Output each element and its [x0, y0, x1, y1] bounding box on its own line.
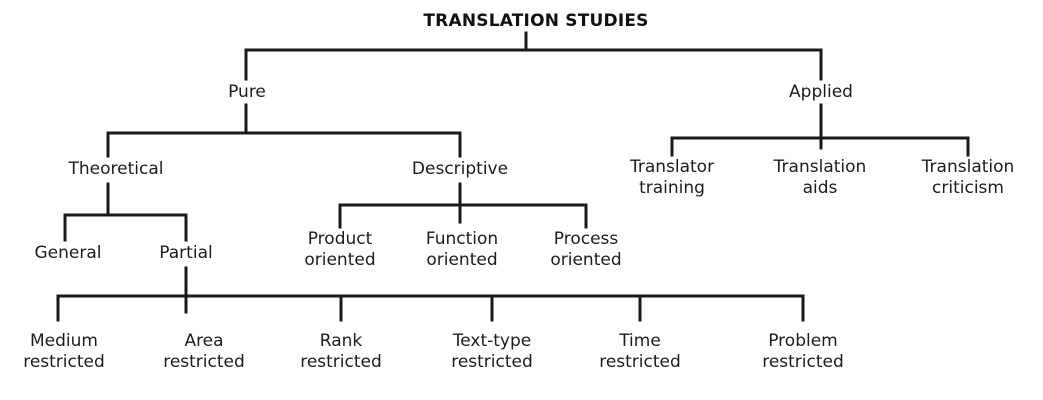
node-translation-studies: TRANSLATION STUDIES — [423, 11, 649, 31]
node-theoretical: Theoretical — [68, 159, 164, 179]
node-text-type-restricted: Text-type restricted — [451, 331, 533, 372]
node-partial: Partial — [159, 243, 213, 263]
node-descriptive: Descriptive — [411, 159, 509, 179]
node-process-oriented: Process oriented — [550, 229, 622, 270]
node-general: General — [34, 243, 102, 263]
node-function-oriented: Function oriented — [425, 229, 499, 270]
node-problem-restricted: Problem restricted — [762, 331, 844, 372]
node-area-restricted: Area restricted — [163, 331, 245, 372]
node-applied: Applied — [789, 82, 853, 102]
node-product-oriented: Product oriented — [304, 229, 376, 270]
node-time-restricted: Time restricted — [599, 331, 681, 372]
node-medium-restricted: Medium restricted — [23, 331, 105, 372]
node-rank-restricted: Rank restricted — [300, 331, 382, 372]
node-translation-aids: Translation aids — [773, 157, 867, 198]
node-translation-criticism: Translation criticism — [921, 157, 1015, 198]
node-translator-training: Translator training — [629, 157, 715, 198]
node-pure: Pure — [228, 82, 266, 102]
